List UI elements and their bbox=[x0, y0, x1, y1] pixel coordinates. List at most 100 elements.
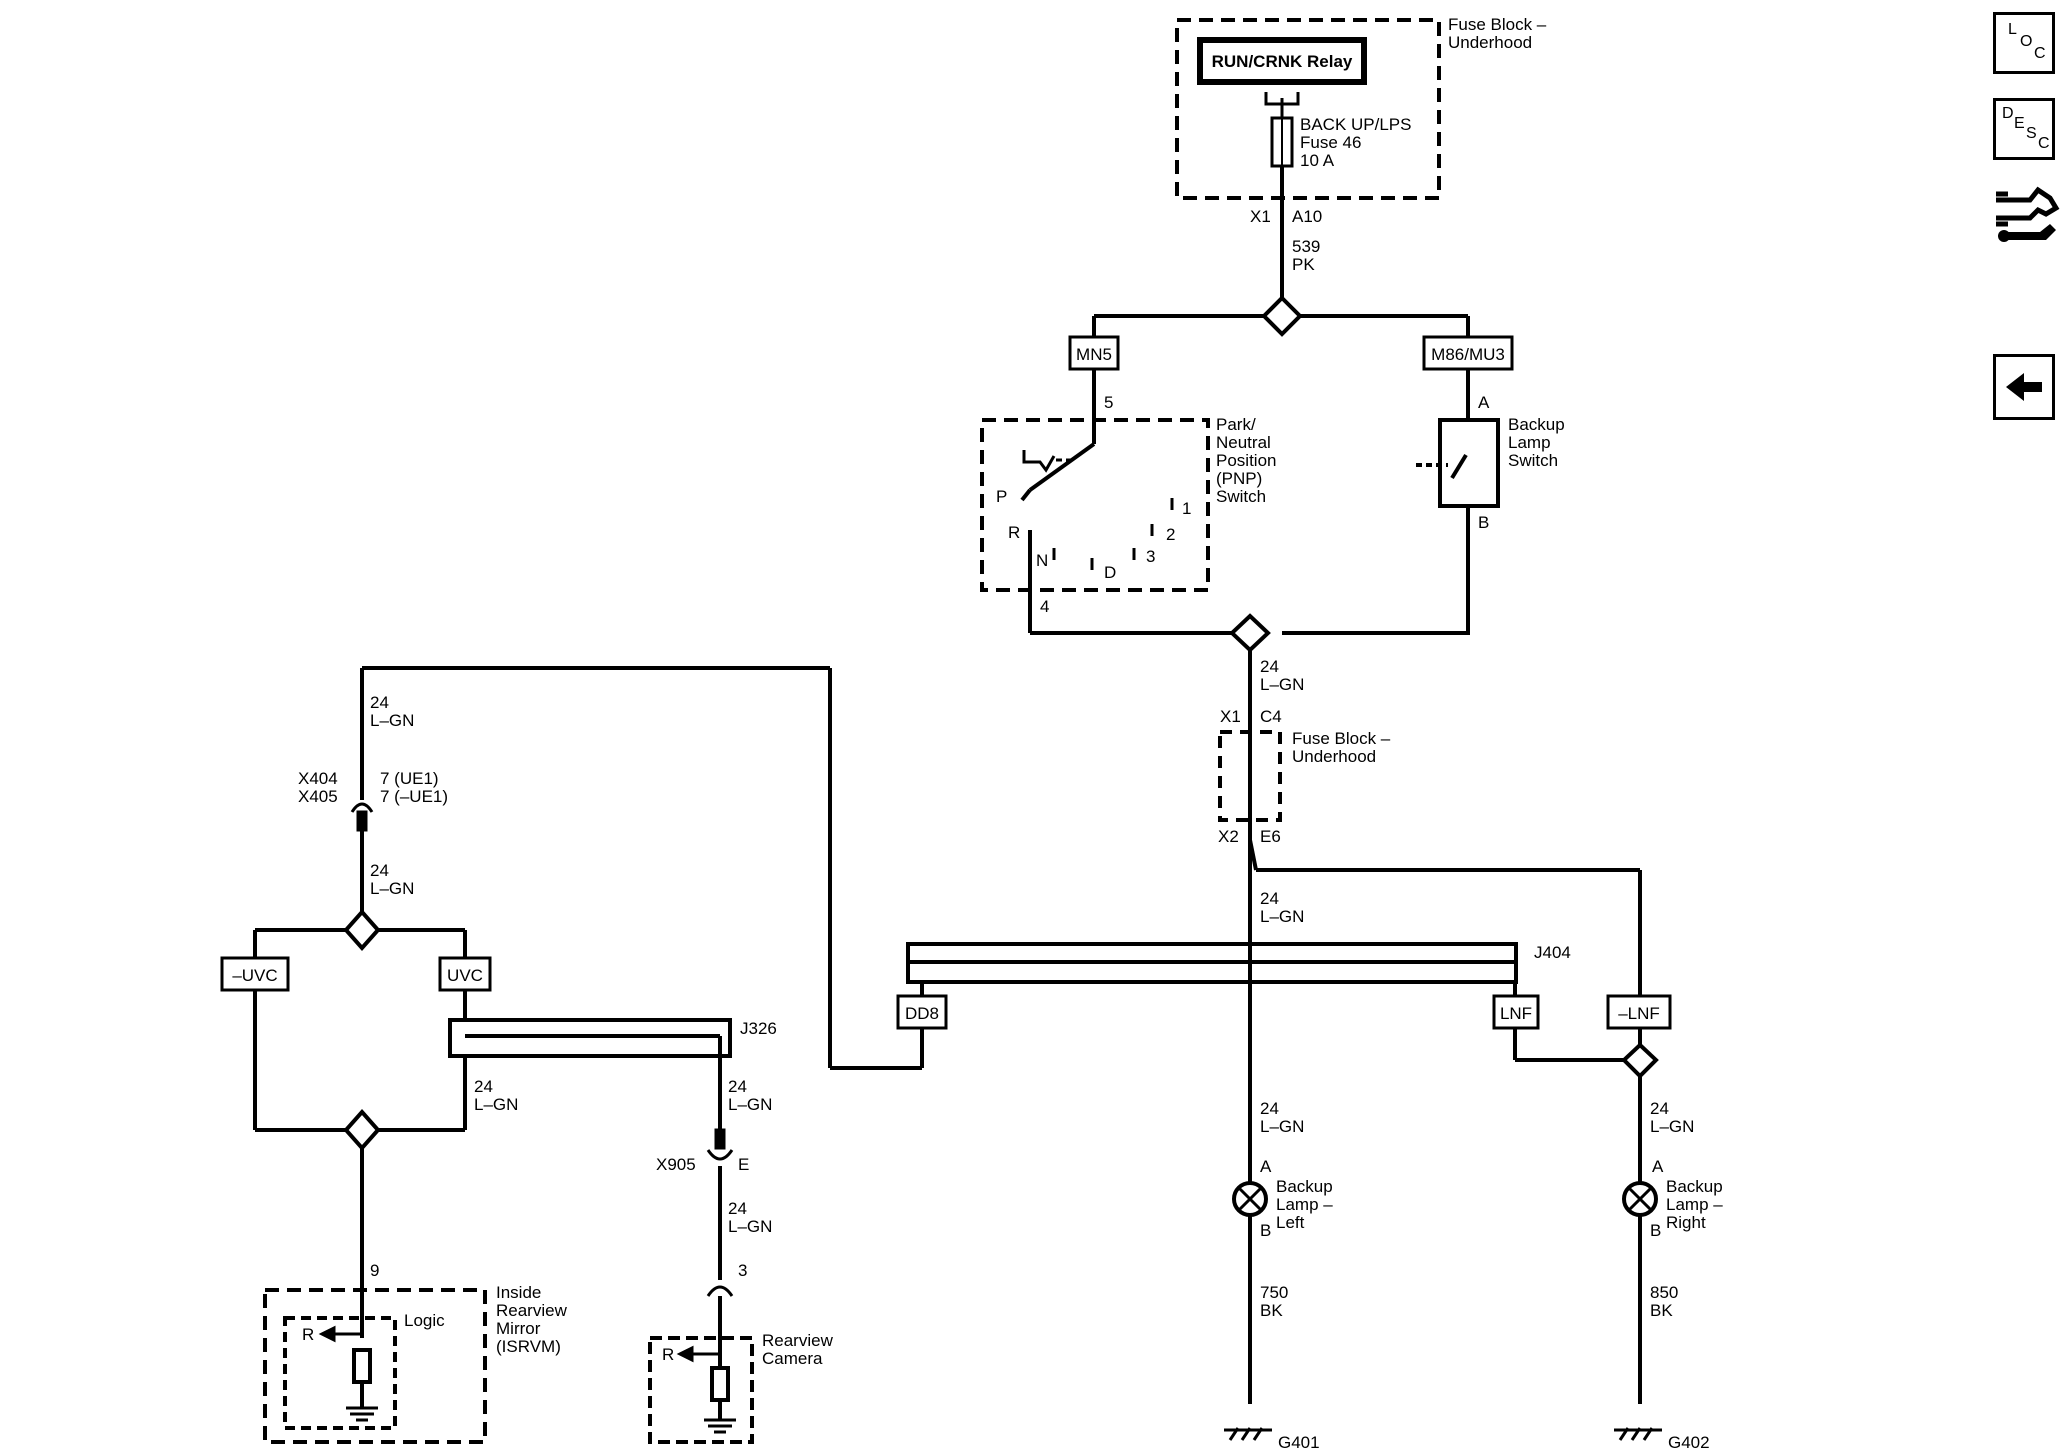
connector-x404: X404 bbox=[298, 769, 338, 788]
x405-pin: 7 (–UE1) bbox=[380, 787, 448, 806]
wire-750-number: 750 bbox=[1260, 1283, 1288, 1302]
splice-node-lnf bbox=[1621, 1042, 1659, 1079]
pin-x1-top: X1 bbox=[1250, 207, 1271, 226]
pnp-pos-2: 2 bbox=[1166, 525, 1175, 544]
x905-pin-e: E bbox=[738, 1155, 749, 1174]
isrvm-label-3: Mirror bbox=[496, 1319, 541, 1338]
isrvm-outline bbox=[263, 1288, 487, 1444]
lamp-left-label-1: Backup bbox=[1276, 1177, 1333, 1196]
pnp-pin-4: 4 bbox=[1040, 597, 1049, 616]
splice-node-uvc-top bbox=[343, 908, 381, 952]
wire-24-color-j326: L–GN bbox=[728, 1095, 772, 1114]
pnp-switch-outline bbox=[980, 418, 1210, 592]
option-m86-mu3: M86/MU3 bbox=[1431, 345, 1505, 364]
lamp-left-label-2: Lamp – bbox=[1276, 1195, 1333, 1214]
wire-24-color-camera: L–GN bbox=[728, 1217, 772, 1236]
fuse-block-top-label-2: Underhood bbox=[1448, 33, 1532, 52]
relay-box bbox=[1197, 37, 1367, 85]
wire-24-color-x404-top: L–GN bbox=[370, 711, 414, 730]
pnp-pos-p: P bbox=[996, 487, 1007, 506]
wire-539-color: PK bbox=[1292, 255, 1315, 274]
fuse-block-mid-label-2: Underhood bbox=[1292, 747, 1376, 766]
fuse-rating: 10 A bbox=[1300, 151, 1335, 170]
wire-750-color: BK bbox=[1260, 1301, 1283, 1320]
isrvm-r-label: R bbox=[302, 1325, 314, 1344]
pin-x1-mid: X1 bbox=[1220, 707, 1241, 726]
fuse-number: Fuse 46 bbox=[1300, 133, 1361, 152]
switch-label-2: Lamp bbox=[1508, 433, 1551, 452]
wire-850-number: 850 bbox=[1650, 1283, 1678, 1302]
camera-label-2: Camera bbox=[762, 1349, 823, 1368]
connector-x405: X405 bbox=[298, 787, 338, 806]
wire-24-number-x404-bottom: 24 bbox=[370, 861, 389, 880]
pnp-pin-5: 5 bbox=[1104, 393, 1113, 412]
switch-pin-b: B bbox=[1478, 513, 1489, 532]
wire-24-number-lamp-right: 24 bbox=[1650, 1099, 1669, 1118]
splice-j326-label: J326 bbox=[740, 1019, 777, 1038]
splice-j404-label: J404 bbox=[1534, 943, 1571, 962]
wire-24-color-lamp-right: L–GN bbox=[1650, 1117, 1694, 1136]
option-mn5: MN5 bbox=[1076, 345, 1112, 364]
pnp-label-4: (PNP) bbox=[1216, 469, 1262, 488]
pnp-pos-r: R bbox=[1008, 523, 1020, 542]
description-button[interactable]: D E S C bbox=[1993, 98, 2055, 160]
desc-letter-e: E bbox=[2014, 115, 2025, 132]
lamp-right-pin-a: A bbox=[1652, 1157, 1664, 1176]
pnp-pos-1: 1 bbox=[1182, 499, 1191, 518]
isrvm-label-4: (ISRVM) bbox=[496, 1337, 561, 1356]
camera-label-1: Rearview bbox=[762, 1331, 834, 1350]
wire-24-color-uvc: L–GN bbox=[474, 1095, 518, 1114]
isrvm-label-2: Rearview bbox=[496, 1301, 568, 1320]
pin-a10: A10 bbox=[1292, 207, 1322, 226]
wire-24-number-x404-top: 24 bbox=[370, 693, 389, 712]
splice-node-top bbox=[1261, 295, 1303, 337]
switch-label-1: Backup bbox=[1508, 415, 1565, 434]
ground-g401-symbol bbox=[1224, 1427, 1272, 1441]
back-button[interactable] bbox=[1993, 354, 2055, 420]
left-arrow-icon bbox=[2006, 373, 2042, 401]
fuse-block-mid-outline bbox=[1218, 730, 1282, 822]
splice-node-mid bbox=[1229, 613, 1271, 653]
wiring-diagram: RUN/CRNK Relay MN5 M86/MU3 –UVC UVC DD8 … bbox=[220, 15, 1723, 1452]
logic-outline bbox=[283, 1316, 397, 1430]
x404-pin: 7 (UE1) bbox=[380, 769, 439, 788]
option-uvc: UVC bbox=[447, 966, 483, 985]
fuse-block-mid-label-1: Fuse Block – bbox=[1292, 729, 1391, 748]
connector-wrench-icon[interactable] bbox=[1990, 180, 2060, 252]
wire-24-color-main: L–GN bbox=[1260, 675, 1304, 694]
pnp-pos-3: 3 bbox=[1146, 547, 1155, 566]
wire-24-number-j326: 24 bbox=[728, 1077, 747, 1096]
pnp-pos-n: N bbox=[1036, 551, 1048, 570]
x905-connector-symbol bbox=[706, 1149, 734, 1161]
wire-850-color: BK bbox=[1650, 1301, 1673, 1320]
desc-letter-s: S bbox=[2026, 125, 2037, 142]
pin-e6: E6 bbox=[1260, 827, 1281, 846]
location-button[interactable]: L O C bbox=[1993, 12, 2055, 74]
option-dd8: DD8 bbox=[905, 1004, 939, 1023]
wire-24-number-lamp-left: 24 bbox=[1260, 1099, 1279, 1118]
loc-letter-o: O bbox=[2020, 33, 2033, 50]
isrvm-pin-9: 9 bbox=[370, 1261, 379, 1280]
wire-24-color-e6: L–GN bbox=[1260, 907, 1304, 926]
pin-c4: C4 bbox=[1260, 707, 1282, 726]
option-no-uvc: –UVC bbox=[232, 966, 277, 985]
wire-24-number-e6: 24 bbox=[1260, 889, 1279, 908]
switch-pin-a: A bbox=[1478, 393, 1490, 412]
wire-24-number-uvc: 24 bbox=[474, 1077, 493, 1096]
camera-outline bbox=[648, 1336, 754, 1444]
pin-x2: X2 bbox=[1218, 827, 1239, 846]
lamp-left-pin-a: A bbox=[1260, 1157, 1272, 1176]
ground-g402-label: G402 bbox=[1668, 1433, 1710, 1452]
switch-label-3: Switch bbox=[1508, 451, 1558, 470]
x404-connector-symbol bbox=[350, 802, 374, 813]
isrvm-logic-label: Logic bbox=[404, 1311, 445, 1330]
camera-r-label: R bbox=[662, 1345, 674, 1364]
isrvm-label-1: Inside bbox=[496, 1283, 541, 1302]
wire-539-number: 539 bbox=[1292, 237, 1320, 256]
pnp-label-3: Position bbox=[1216, 451, 1276, 470]
wire-24-color-lamp-left: L–GN bbox=[1260, 1117, 1304, 1136]
lamp-right-label-2: Lamp – bbox=[1666, 1195, 1723, 1214]
pnp-label-2: Neutral bbox=[1216, 433, 1271, 452]
lamp-right-label-3: Right bbox=[1666, 1213, 1706, 1232]
loc-letter-l: L bbox=[2008, 21, 2017, 38]
